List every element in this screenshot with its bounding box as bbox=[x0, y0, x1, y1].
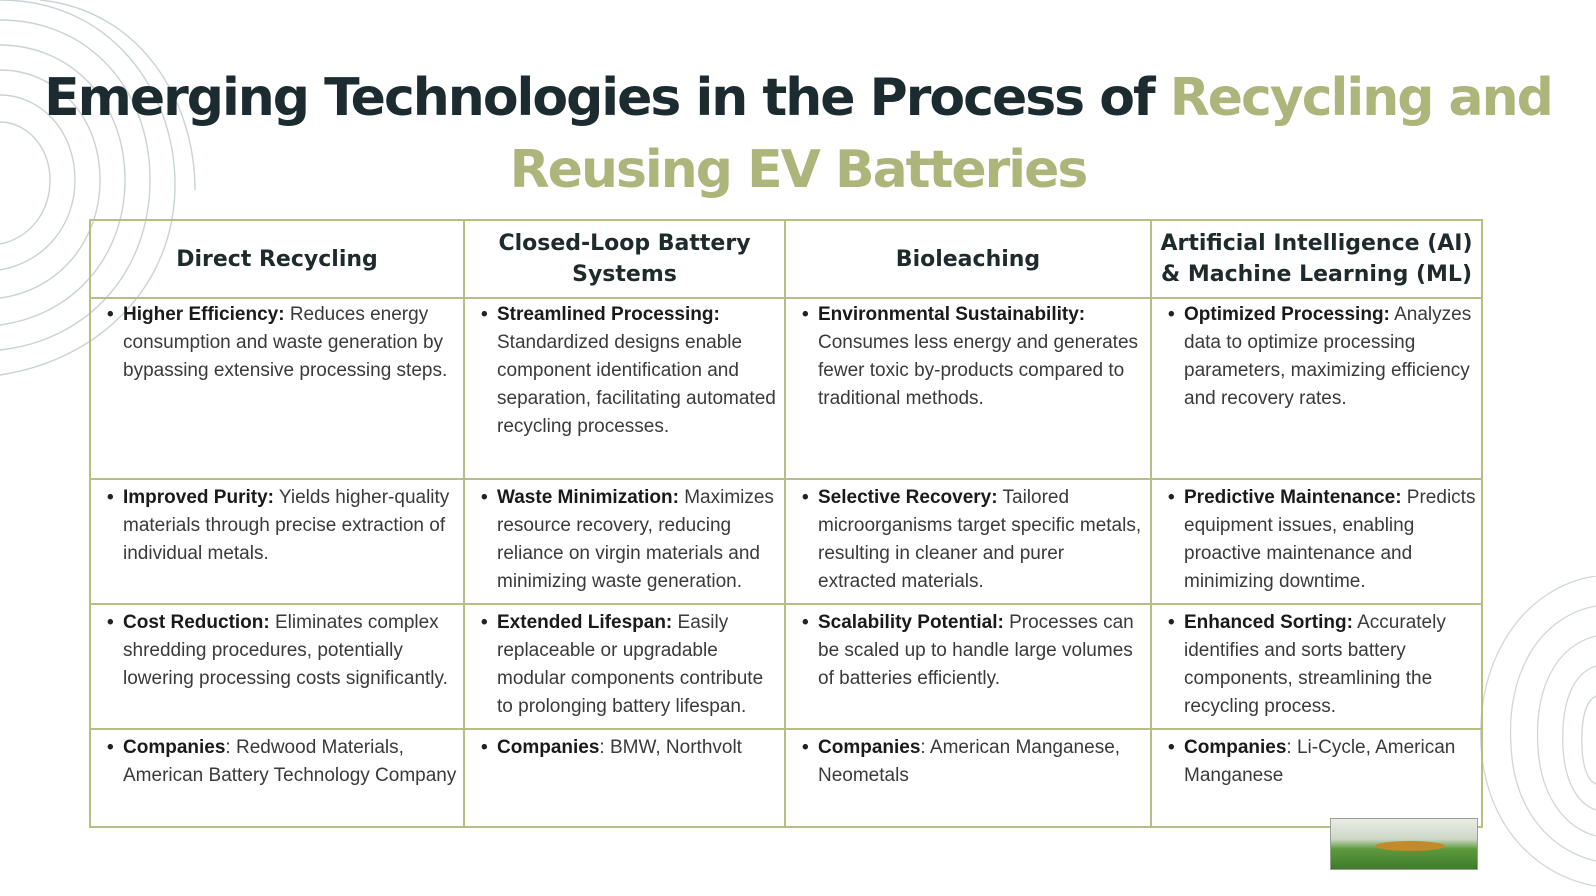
table-cell: • Higher Efficiency: Reduces energy consu… bbox=[89, 297, 465, 480]
column-header-closed-loop: Closed-Loop Battery Systems bbox=[463, 219, 786, 299]
bullet-icon: • bbox=[481, 612, 488, 633]
table-cell: • Streamlined Processing: Standardized de… bbox=[463, 297, 786, 480]
item-text: : American Manganese, Neometals bbox=[818, 737, 1121, 786]
item-text: Predicts equipment issues, enabling proa… bbox=[1184, 487, 1476, 592]
item-heading: Companies bbox=[818, 737, 921, 758]
item-text: Consumes less energy and generates fewer… bbox=[818, 332, 1139, 409]
table-cell: • Companies: Li-Cycle, American Manganese bbox=[1150, 728, 1483, 828]
item-text: Accurately identifies and sorts battery … bbox=[1184, 612, 1446, 717]
list-item: • Enhanced Sorting: Accurately identifies… bbox=[1168, 609, 1477, 721]
thumbnail-detail bbox=[1375, 841, 1445, 851]
list-item: • Companies: Redwood Materials, American … bbox=[107, 734, 459, 790]
table-row: • Higher Efficiency: Reduces energy consu… bbox=[89, 297, 1483, 480]
bullet-icon: • bbox=[107, 612, 114, 633]
item-heading: Predictive Maintenance: bbox=[1184, 487, 1402, 508]
item-heading: Companies bbox=[123, 737, 226, 758]
item-text: : BMW, Northvolt bbox=[599, 737, 742, 758]
item-heading: Companies bbox=[497, 737, 600, 758]
item-heading: Optimized Processing: bbox=[1184, 304, 1390, 325]
column-header-bioleaching: Bioleaching bbox=[784, 219, 1152, 299]
item-heading: Extended Lifespan: bbox=[497, 612, 673, 633]
list-item: • Companies: BMW, Northvolt bbox=[481, 734, 780, 762]
item-heading: Scalability Potential: bbox=[818, 612, 1004, 633]
list-item: • Companies: American Manganese, Neometal… bbox=[802, 734, 1146, 790]
table-cell: • Companies: BMW, Northvolt bbox=[463, 728, 786, 828]
bullet-icon: • bbox=[481, 304, 488, 325]
table-cell: • Waste Minimization: Maximizes resource … bbox=[463, 478, 786, 605]
title-part-accent: Recycling and bbox=[1169, 68, 1554, 128]
item-heading: Streamlined Processing: bbox=[497, 304, 720, 325]
list-item: • Extended Lifespan: Easily replaceable o… bbox=[481, 609, 780, 721]
item-text: Reduces energy consumption and waste gen… bbox=[123, 304, 448, 381]
bullet-icon: • bbox=[107, 304, 114, 325]
bullet-icon: • bbox=[802, 304, 809, 325]
list-item: • Waste Minimization: Maximizes resource … bbox=[481, 484, 780, 596]
item-text: Eliminates complex shredding procedures,… bbox=[123, 612, 448, 689]
table-cell: • Scalability Potential: Processes can be… bbox=[784, 603, 1152, 730]
bullet-icon: • bbox=[107, 487, 114, 508]
table-row: •Companies: Redwood Materials, American … bbox=[89, 728, 1483, 828]
table-cell: • Cost Reduction: Eliminates complex shre… bbox=[89, 603, 465, 730]
list-item: • Companies: Li-Cycle, American Manganese bbox=[1168, 734, 1477, 790]
column-header-ai-ml: Artificial Intelligence (AI) & Machine L… bbox=[1150, 219, 1483, 299]
item-heading: Improved Purity: bbox=[123, 487, 274, 508]
column-header-direct-recycling: Direct Recycling bbox=[89, 219, 465, 299]
technologies-table: Direct Recycling Closed-Loop Battery Sys… bbox=[89, 219, 1483, 828]
page-title: Emerging Technologies in the Process of … bbox=[0, 62, 1596, 206]
item-heading: Higher Efficiency: bbox=[123, 304, 285, 325]
list-item: • Environmental Sustainability: Consumes … bbox=[802, 301, 1146, 413]
table-cell: • Environmental Sustainability: Consumes … bbox=[784, 297, 1152, 480]
list-item: • Optimized Processing: Analyzes data to … bbox=[1168, 301, 1477, 413]
table-cell: • Predictive Maintenance: Predicts equipm… bbox=[1150, 478, 1483, 605]
table-header-row: Direct Recycling Closed-Loop Battery Sys… bbox=[89, 219, 1483, 299]
bullet-icon: • bbox=[1168, 304, 1175, 325]
item-text: Maximizes resource recovery, reducing re… bbox=[497, 487, 774, 592]
item-heading: Selective Recovery: bbox=[818, 487, 998, 508]
bullet-icon: • bbox=[481, 737, 488, 758]
bullet-icon: • bbox=[802, 487, 809, 508]
item-text: Analyzes data to optimize processing par… bbox=[1184, 304, 1472, 409]
list-item: • Selective Recovery: Tailored microorgan… bbox=[802, 484, 1146, 596]
item-heading: Environmental Sustainability: bbox=[818, 304, 1086, 325]
table-cell: • Improved Purity: Yields higher-quality … bbox=[89, 478, 465, 605]
bullet-icon: • bbox=[1168, 612, 1175, 633]
item-text: Tailored microorganisms target specific … bbox=[818, 487, 1142, 592]
table-cell: • Optimized Processing: Analyzes data to … bbox=[1150, 297, 1483, 480]
item-heading: Cost Reduction: bbox=[123, 612, 270, 633]
item-text: : Redwood Materials, American Battery Te… bbox=[123, 737, 457, 786]
table-cell: • Companies: Redwood Materials, American … bbox=[89, 728, 465, 828]
item-text: Standardized designs enable component id… bbox=[497, 332, 776, 437]
table-row: • Cost Reduction: Eliminates complex shre… bbox=[89, 603, 1483, 730]
table-row: • Improved Purity: Yields higher-quality … bbox=[89, 478, 1483, 605]
item-text: Processes can be scaled up to handle lar… bbox=[818, 612, 1134, 689]
item-heading: Enhanced Sorting: bbox=[1184, 612, 1353, 633]
list-item: • Improved Purity: Yields higher-quality … bbox=[107, 484, 459, 568]
list-item: • Predictive Maintenance: Predicts equipm… bbox=[1168, 484, 1477, 596]
list-item: • Higher Efficiency: Reduces energy consu… bbox=[107, 301, 459, 385]
bullet-icon: • bbox=[802, 737, 809, 758]
list-item: • Cost Reduction: Eliminates complex shre… bbox=[107, 609, 459, 693]
item-heading: Waste Minimization: bbox=[497, 487, 679, 508]
bullet-icon: • bbox=[1168, 487, 1175, 508]
item-text: Yields higher-quality materials through … bbox=[123, 487, 450, 564]
title-part-dark: Emerging Technologies in the Process of bbox=[44, 68, 1170, 128]
item-text: Easily replaceable or upgradable modular… bbox=[497, 612, 764, 717]
bullet-icon: • bbox=[802, 612, 809, 633]
bullet-icon: • bbox=[107, 737, 114, 758]
table-cell: • Enhanced Sorting: Accurately identifies… bbox=[1150, 603, 1483, 730]
list-item: • Streamlined Processing: Standardized de… bbox=[481, 301, 780, 441]
landscape-thumbnail bbox=[1330, 818, 1478, 870]
bullet-icon: • bbox=[1168, 737, 1175, 758]
list-item: • Scalability Potential: Processes can be… bbox=[802, 609, 1146, 693]
item-text: : Li-Cycle, American Manganese bbox=[1184, 737, 1456, 786]
bullet-icon: • bbox=[481, 487, 488, 508]
table-cell: • Extended Lifespan: Easily replaceable o… bbox=[463, 603, 786, 730]
title-line2-accent: Reusing EV Batteries bbox=[509, 140, 1089, 200]
table-cell: • Selective Recovery: Tailored microorgan… bbox=[784, 478, 1152, 605]
item-heading: Companies bbox=[1184, 737, 1287, 758]
table-cell: • Companies: American Manganese, Neometal… bbox=[784, 728, 1152, 828]
